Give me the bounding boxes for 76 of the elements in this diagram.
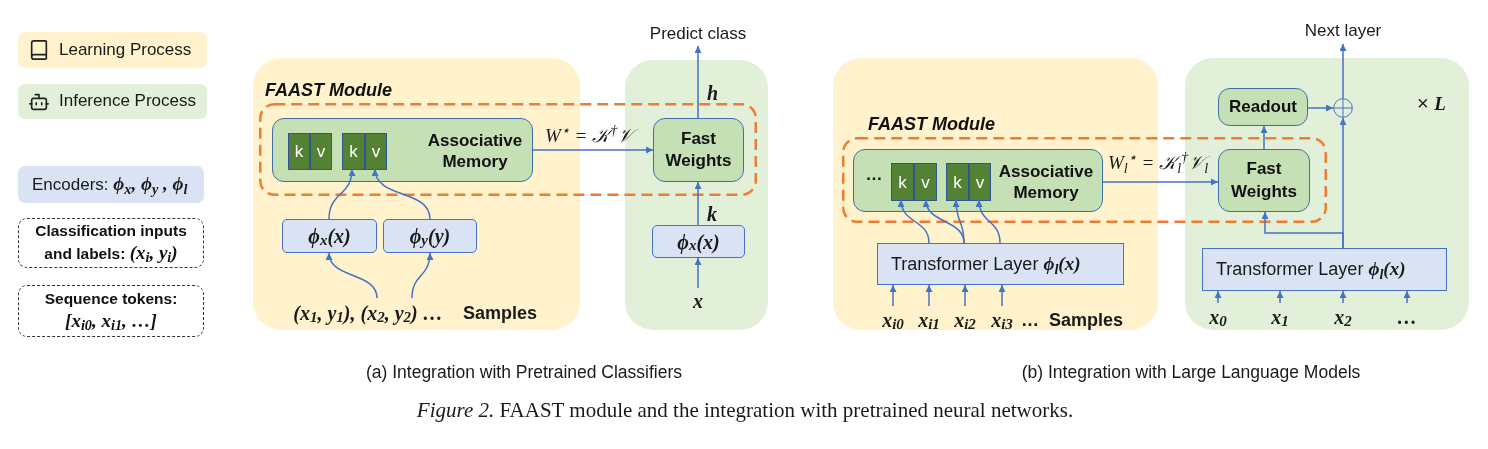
legend-label: Encoders: ϕ$_{x}$, ϕ$_{y}$ , ϕ$_{l}$ <box>32 173 188 196</box>
module-title: FAAST Module <box>868 113 995 135</box>
subfigure-caption: (a) Integration with Pretrained Classifiers <box>365 361 683 384</box>
memory-label: Associative Memory <box>426 130 524 173</box>
arrow <box>372 168 431 220</box>
sample-pairs: (x$_{1}$, y$_{1}$), (x$_{2}$, y$_{2}$) … <box>282 298 454 328</box>
token-symbol: x$_{0}$ <box>1201 303 1235 331</box>
token-symbol: x$_{i1}$ <box>912 306 946 334</box>
memory-slot: v <box>365 133 387 170</box>
memory-slot: k <box>946 163 969 201</box>
memory-box <box>272 118 533 182</box>
learning-panel <box>833 58 1158 330</box>
arrow <box>1102 178 1219 186</box>
arrow <box>976 199 1001 244</box>
encoder-box: ϕ$_{x}$(x) <box>652 225 745 258</box>
edge-label: k <box>707 202 717 227</box>
arrow <box>326 252 378 299</box>
memory-slot: k <box>891 163 914 201</box>
ellipsis-label: … <box>1390 303 1424 331</box>
arrow <box>1276 290 1284 304</box>
figure-caption: Figure 2. FAAST module and the integration with pretrained neural networks. <box>416 397 1074 424</box>
memory-slot: k <box>288 133 310 170</box>
output-label: Predict class <box>640 22 756 46</box>
arrow <box>1339 117 1347 249</box>
memory-slot: v <box>969 163 991 201</box>
arrow <box>1307 104 1334 112</box>
weights-box: Fast Weights <box>653 118 744 182</box>
legend-label: Classification inputs and labels: (x$_{i}$, y$_{i}$) <box>34 220 188 266</box>
arrow <box>532 146 654 154</box>
module-title: FAAST Module <box>265 79 392 101</box>
sum-circle <box>1333 98 1353 118</box>
encoder-box: ϕ$_{y}$(y) <box>383 219 477 253</box>
memory-box <box>853 149 1103 212</box>
side-label: Samples <box>463 302 538 325</box>
legend-label: Inference Process <box>59 91 196 112</box>
output-label: Next layer <box>1290 18 1396 44</box>
edge-label: h <box>707 81 719 106</box>
arrow <box>1403 290 1411 304</box>
arrow <box>1214 290 1222 304</box>
arrow <box>411 252 434 299</box>
arrow <box>1339 290 1347 304</box>
legend-label: Sequence tokens: [x$_{i0}$, x$_{i1}$, …] <box>43 288 179 334</box>
weights-box: Fast Weights <box>1218 149 1310 212</box>
readout-box: Readout <box>1218 88 1308 126</box>
arrow <box>925 284 933 307</box>
token-symbol: x$_{2}$ <box>1326 303 1360 331</box>
arrow <box>1260 125 1268 150</box>
subfigure-caption: (b) Integration with Large Language Models <box>1021 361 1361 384</box>
side-label: … <box>1021 309 1039 332</box>
legend-label: Learning Process <box>59 39 192 61</box>
arrow <box>1339 43 1347 99</box>
arrow <box>952 199 965 244</box>
encoder-box: ϕ$_{x}$(x) <box>282 219 377 253</box>
token-symbol: x$_{i3}$ <box>985 306 1019 334</box>
arrow <box>328 168 355 220</box>
arrow <box>889 284 897 307</box>
token-symbol: x$_{i0}$ <box>876 306 910 334</box>
arrow <box>694 257 702 289</box>
memory-slot: v <box>914 163 937 201</box>
input-symbol: x <box>688 288 708 314</box>
side-label: Samples <box>1049 309 1124 332</box>
arrow <box>694 45 702 119</box>
arrow <box>961 284 969 307</box>
memory-label: Associative Memory <box>997 161 1095 204</box>
ellipsis-label: … <box>865 164 883 186</box>
arrow <box>694 181 702 226</box>
layer-box: Transformer Layer ϕ$_{l}$(x) <box>1202 248 1447 291</box>
memory-slot: k <box>342 133 365 170</box>
arrow <box>998 284 1006 307</box>
edge-label: W$_{l}$$^{⋆}$ = 𝒦$_{l}$$^{†}$𝒱$_{l}$ <box>1108 150 1209 176</box>
repeat-label: × L <box>1417 91 1446 116</box>
layer-box: Transformer Layer ϕ$_{l}$(x) <box>877 243 1124 285</box>
token-symbol: x$_{1}$ <box>1263 303 1297 331</box>
memory-slot: v <box>310 133 332 170</box>
token-symbol: x$_{i2}$ <box>948 306 982 334</box>
arrow <box>898 199 930 244</box>
